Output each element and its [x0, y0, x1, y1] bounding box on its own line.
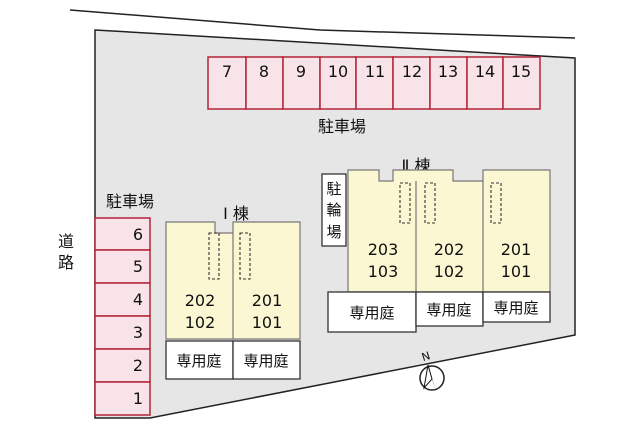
unit-number: 201: [252, 291, 283, 310]
stairs-marker: [399, 182, 411, 224]
stairs-marker: [239, 232, 251, 280]
parking-left: 6 5 4 3 2 1: [94, 217, 151, 416]
bicycle-parking-label-char: 場: [326, 223, 341, 241]
parking-space-number: 6: [133, 225, 143, 244]
parking-space: [94, 249, 151, 284]
parking-space-number: 2: [133, 356, 143, 375]
stairs-marker: [208, 232, 220, 280]
private-garden-label: 専用庭: [426, 301, 471, 319]
parking-space-number: 14: [475, 62, 495, 81]
parking-space: [502, 56, 541, 110]
private-garden: [232, 340, 301, 380]
parking-space: [429, 56, 468, 110]
building-2: 203 103 202 102 201 101 専用庭 専用庭 専用庭: [327, 169, 551, 333]
unit-number: 102: [434, 262, 465, 281]
parking-space: [245, 56, 284, 110]
parking-space-number: 9: [296, 62, 306, 81]
parking-space-number: 15: [511, 62, 531, 81]
unit-number: 103: [368, 262, 399, 281]
parking-space-number: 13: [438, 62, 458, 81]
unit-number: 202: [185, 291, 216, 310]
compass-north-label: N: [420, 349, 432, 364]
parking-space-number: 10: [328, 62, 348, 81]
parking-space-number: 7: [222, 62, 232, 81]
parking-space-number: 3: [133, 323, 143, 342]
unit-number: 101: [501, 262, 532, 281]
parking-space: [466, 56, 504, 110]
private-garden: [415, 291, 484, 327]
building-1-label: Ⅰ 棟: [223, 204, 249, 223]
private-garden: [327, 291, 417, 333]
road-label-char: 道: [58, 232, 74, 251]
bicycle-parking-box: [321, 173, 347, 247]
building-1: 202 102 201 101 専用庭 専用庭: [165, 221, 301, 380]
parking-space-number: 4: [133, 290, 143, 309]
bicycle-parking-label-char: 輪: [326, 201, 341, 219]
parking-top: 7 8 9 10 11 12 13 14 15: [207, 56, 541, 110]
parking-left-label: 駐車場: [106, 192, 154, 211]
parking-space-number: 8: [259, 62, 269, 81]
parking-space-number: 1: [133, 389, 143, 408]
unit-number: 202: [434, 240, 465, 259]
private-garden-label: 専用庭: [243, 352, 288, 370]
site-top-boundary: [69, 9, 576, 39]
road-label-char: 路: [58, 253, 74, 272]
parking-top-label: 駐車場: [318, 117, 366, 136]
parking-space: [94, 381, 151, 416]
stairs-marker: [424, 182, 436, 224]
unit-number: 203: [368, 240, 399, 259]
parking-space: [282, 56, 321, 110]
parking-space: [207, 56, 247, 110]
private-garden-label: 専用庭: [176, 352, 221, 370]
compass-arrow-outline-icon: [423, 364, 433, 390]
private-garden-label: 専用庭: [493, 299, 538, 317]
parking-space-number: 11: [365, 62, 385, 81]
private-garden: [482, 291, 551, 323]
parking-space-number: 12: [402, 62, 422, 81]
unit-number: 201: [501, 240, 532, 259]
bicycle-parking: 駐 輪 場: [321, 173, 347, 247]
stairs-marker: [490, 182, 502, 224]
unit-number: 101: [252, 313, 283, 332]
bicycle-parking-label-char: 駐: [326, 180, 341, 198]
parking-space-number: 5: [133, 257, 143, 276]
north-compass: N: [419, 349, 445, 391]
private-garden-label: 専用庭: [349, 304, 394, 322]
unit-number: 102: [185, 313, 216, 332]
